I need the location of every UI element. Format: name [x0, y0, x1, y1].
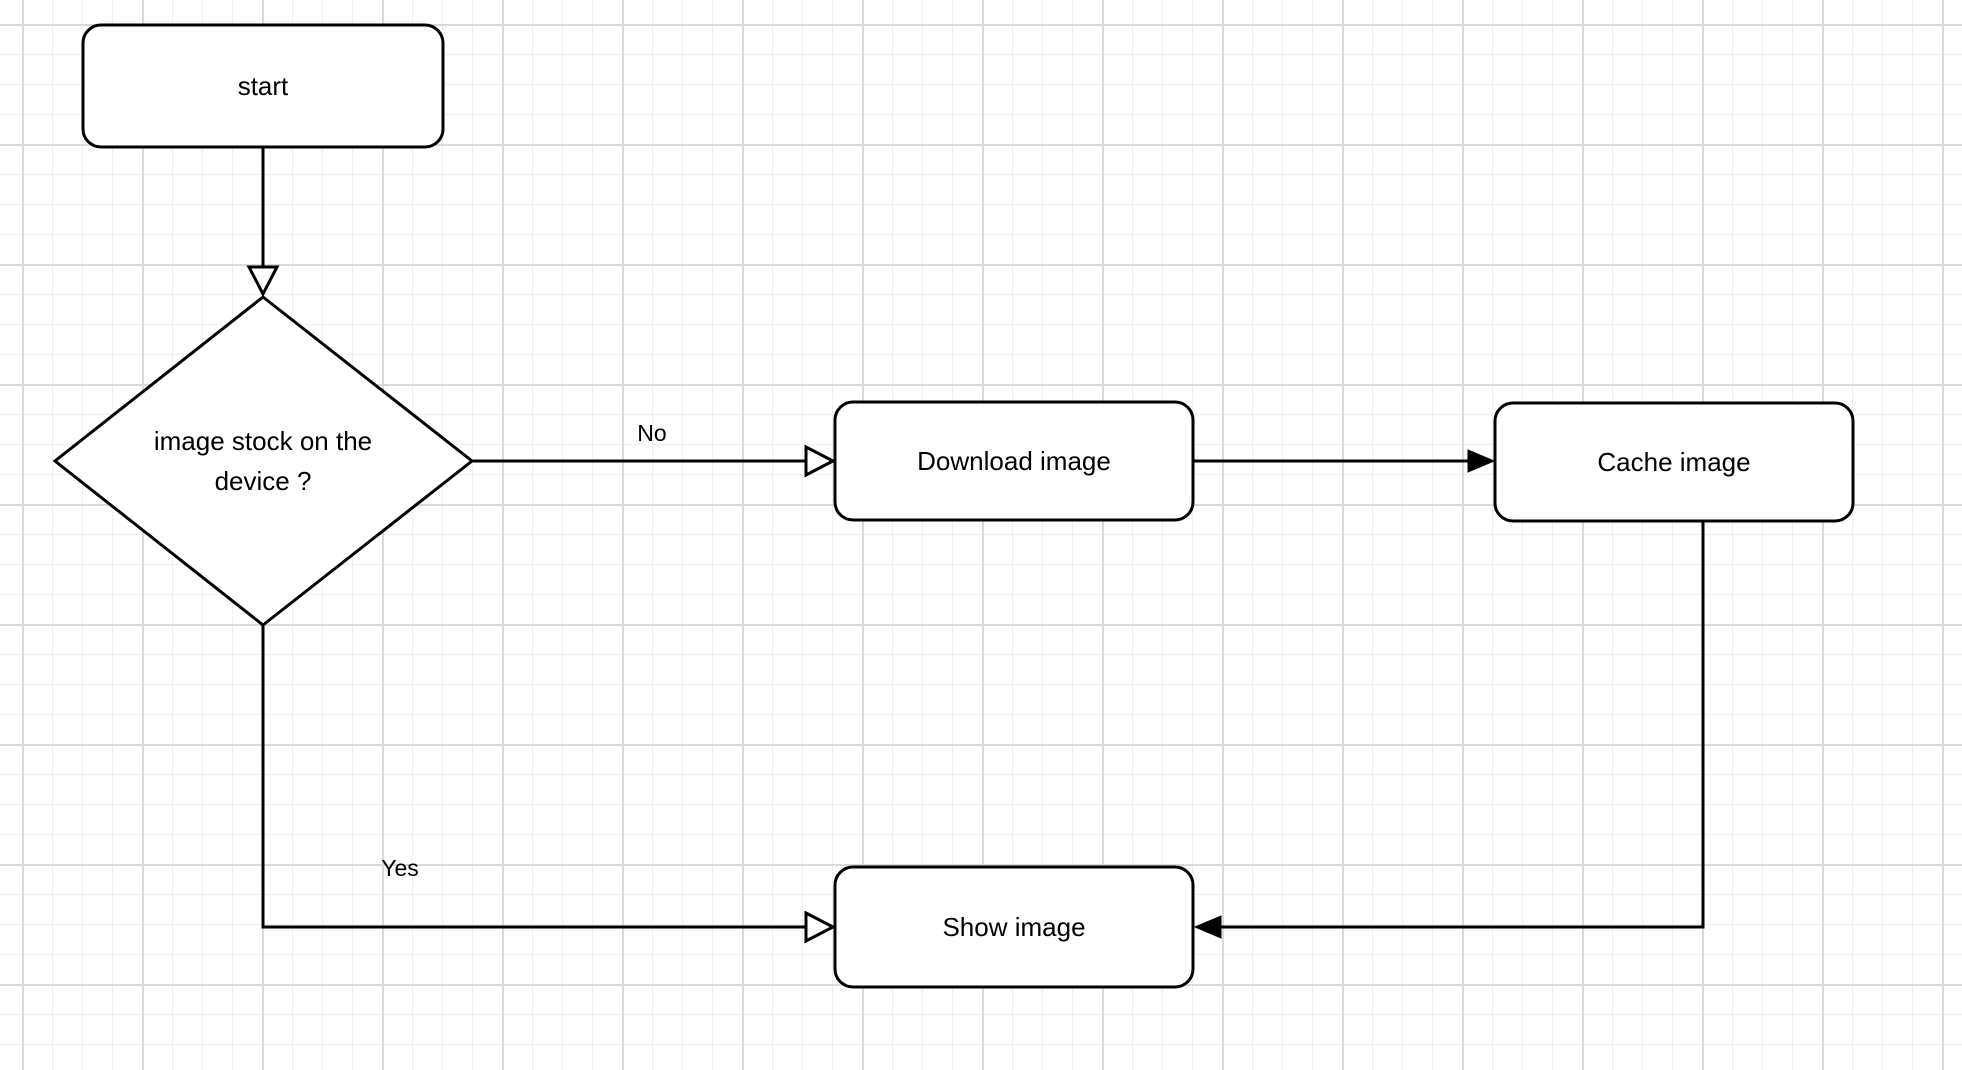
node-download-label[interactable]: Download image: [917, 446, 1111, 476]
edge-decision-yes-line: [261, 625, 806, 929]
node-show[interactable]: [833, 865, 1195, 989]
open-arrowhead-icon: [804, 444, 837, 478]
edge-start-to-decision[interactable]: [246, 147, 280, 298]
node-decision-label[interactable]: image stock on the device ?: [63, 395, 463, 527]
node-decision[interactable]: [52, 295, 475, 627]
edge-decision-yes[interactable]: [261, 625, 837, 944]
open-arrowhead-icon: [246, 265, 280, 298]
edge-download-to-cache[interactable]: [1193, 449, 1496, 473]
filled-arrowhead-icon: [1193, 915, 1222, 939]
edge-no-label[interactable]: No: [637, 420, 667, 446]
edge-decision-no[interactable]: [472, 444, 837, 478]
open-arrowhead-icon: [804, 910, 837, 944]
edge-cache-to-show-line: [1220, 521, 1705, 929]
edge-cache-to-show[interactable]: [1193, 521, 1705, 939]
node-decision-label-line2: device ?: [214, 466, 312, 496]
node-start-label[interactable]: start: [237, 71, 289, 101]
node-show-label[interactable]: Show image: [942, 912, 1086, 942]
node-start[interactable]: [81, 23, 445, 149]
node-download[interactable]: [833, 400, 1195, 522]
edge-yes-label[interactable]: Yes: [381, 855, 419, 881]
node-cache-label[interactable]: Cache image: [1597, 447, 1751, 477]
node-decision-label-line1: image stock on the: [153, 426, 373, 456]
filled-arrowhead-icon: [1467, 449, 1496, 473]
node-cache[interactable]: [1493, 401, 1855, 523]
